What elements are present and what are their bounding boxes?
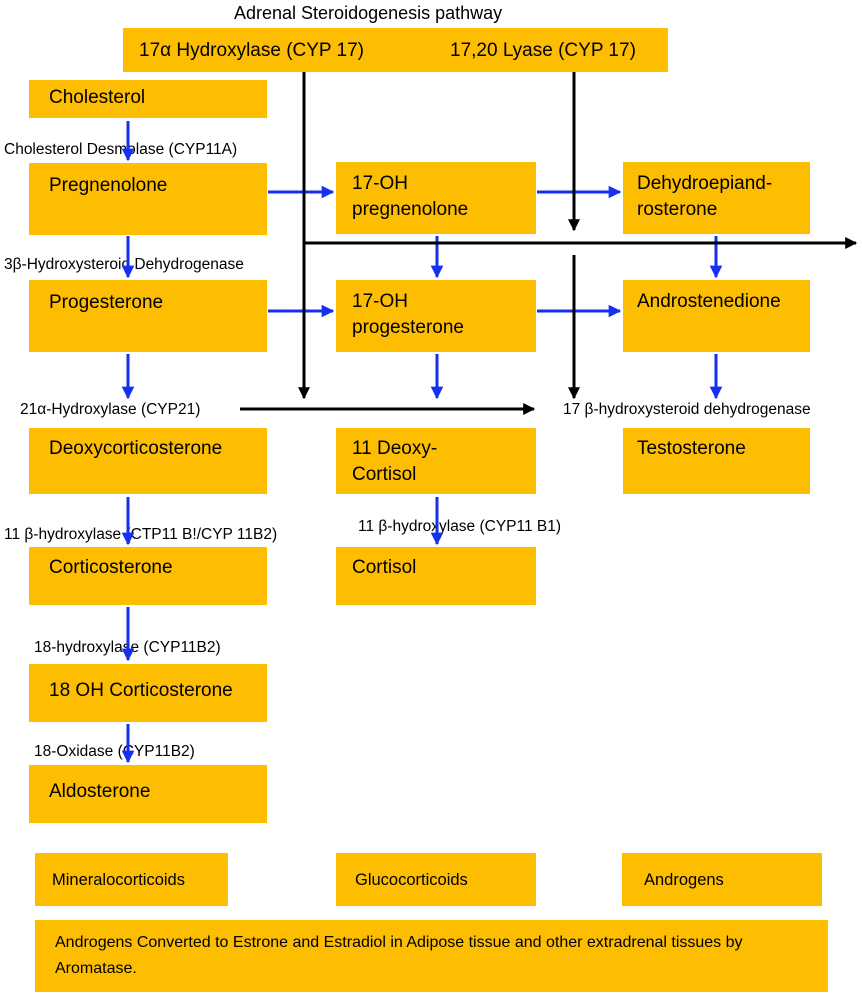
node-cholesterol: Cholesterol — [29, 80, 267, 118]
footer-note: Androgens Converted to Estrone and Estra… — [55, 934, 743, 977]
node-cholesterol-label: Cholesterol — [49, 87, 146, 108]
category-mineralocorticoids-label: Mineralocorticoids — [52, 871, 185, 889]
node-18oh-corticosterone: 18 OH Corticosterone — [29, 664, 267, 722]
node-dhea: Dehydroepiand- rosterone — [623, 162, 810, 234]
node-deoxycorticosterone-label: Deoxycorticosterone — [49, 438, 223, 459]
node-testosterone-label: Testosterone — [637, 438, 746, 459]
category-glucocorticoids: Glucocorticoids — [336, 853, 536, 906]
node-progesterone: Progesterone — [29, 280, 267, 352]
node-corticosterone: Corticosterone — [29, 547, 267, 605]
category-androgens: Androgens — [622, 853, 822, 906]
hydroxylase-label: 17α Hydroxylase (CYP 17) — [139, 40, 365, 61]
node-deoxycorticosterone: Deoxycorticosterone — [29, 428, 267, 494]
node-pregnenolone: Pregnenolone — [29, 163, 267, 235]
node-17oh-pregnenolone: 17-OH pregnenolone — [336, 162, 536, 234]
enzyme-desmolase: Cholesterol Desmolase (CYP11A) — [4, 141, 238, 158]
node-18oh-corticosterone-label: 18 OH Corticosterone — [49, 680, 233, 701]
node-17oh-pregnenolone-label: 17-OH pregnenolone — [352, 173, 469, 220]
category-glucocorticoids-label: Glucocorticoids — [355, 871, 468, 889]
enzyme-17b-hsd: 17 β-hydroxysteroid dehydrogenase — [563, 401, 811, 418]
node-progesterone-label: Progesterone — [49, 292, 164, 313]
enzyme-18-oxidase: 18-Oxidase (CYP11B2) — [34, 743, 195, 760]
lyase-label: 17,20 Lyase (CYP 17) — [450, 40, 636, 61]
node-aldosterone: Aldosterone — [29, 765, 267, 823]
node-aldosterone-label: Aldosterone — [49, 781, 151, 802]
node-dhea-label: Dehydroepiand- rosterone — [637, 173, 773, 220]
enzyme-cyp21: 21α-Hydroxylase (CYP21) — [20, 401, 201, 418]
node-17oh-progesterone: 17-OH progesterone — [336, 280, 536, 352]
node-11-deoxycortisol-label: 11 Deoxy- Cortisol — [352, 438, 438, 485]
enzyme-3b-hsd: 3β-Hydroxysteroid Dehydrogenase — [4, 256, 244, 273]
node-pregnenolone-label: Pregnenolone — [49, 175, 168, 196]
node-testosterone: Testosterone — [623, 428, 810, 494]
node-17oh-progesterone-label: 17-OH progesterone — [352, 291, 464, 338]
node-androstenedione: Androstenedione — [623, 280, 810, 352]
enzyme-11b-hydroxylase-cyp11b1: 11 β-hydroxylase (CYP11 B1) — [358, 518, 562, 535]
category-mineralocorticoids: Mineralocorticoids — [35, 853, 228, 906]
node-androstenedione-label: Androstenedione — [637, 291, 781, 312]
node-corticosterone-label: Corticosterone — [49, 557, 173, 578]
node-cortisol-label: Cortisol — [352, 557, 417, 578]
node-cortisol: Cortisol — [336, 547, 536, 605]
enzyme-18-hydroxylase: 18-hydroxylase (CYP11B2) — [34, 639, 221, 656]
category-androgens-label: Androgens — [644, 871, 724, 889]
node-11-deoxycortisol: 11 Deoxy- Cortisol — [336, 428, 536, 494]
header-enzyme-box: 17α Hydroxylase (CYP 17) 17,20 Lyase (CY… — [123, 28, 668, 72]
enzyme-11b-hydroxylase-left: 11 β-hydroxylase (CTP11 B!/CYP 11B2) — [4, 526, 278, 543]
diagram-title: Adrenal Steroidogenesis pathway — [234, 3, 503, 23]
footer-note-box: Androgens Converted to Estrone and Estra… — [35, 920, 828, 992]
